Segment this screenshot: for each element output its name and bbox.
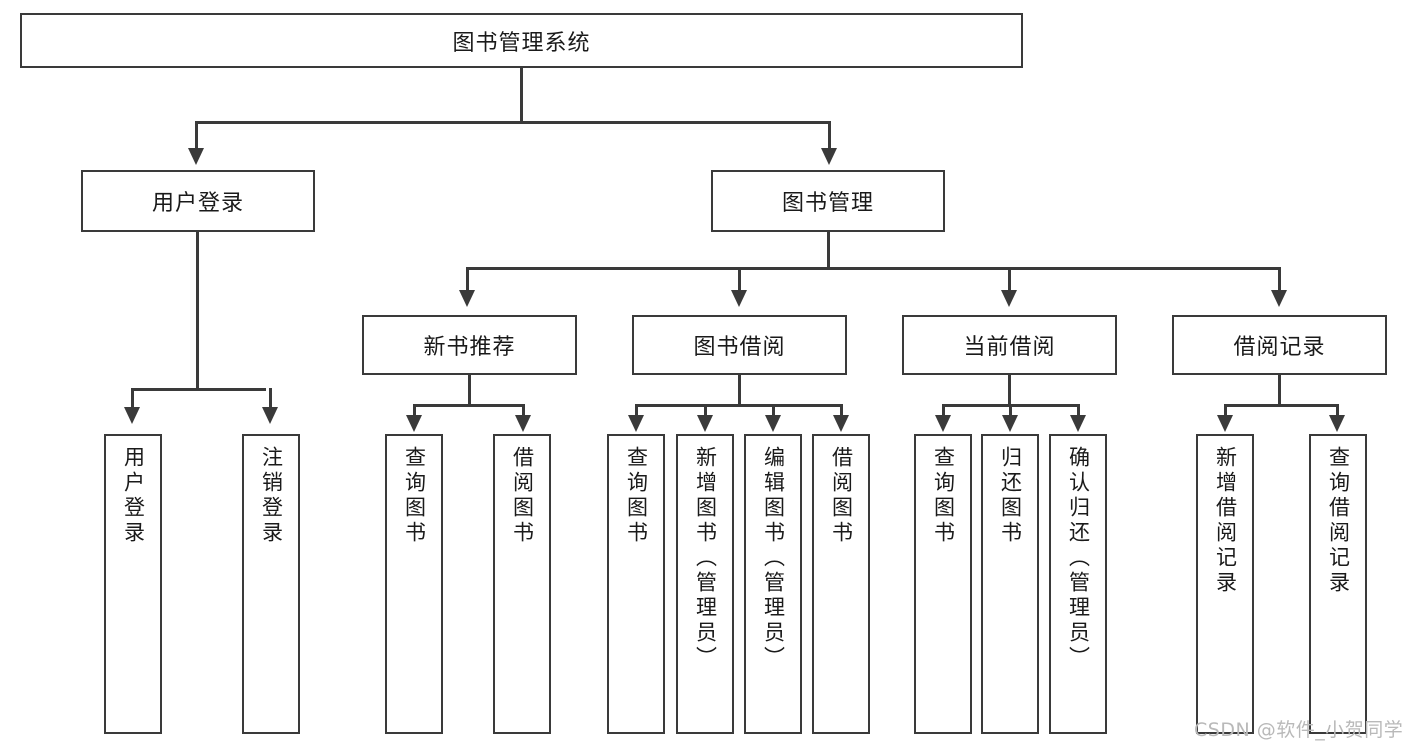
node-label: 用户登录 (121, 446, 146, 546)
arrow-to-leaf-query-book-b (628, 415, 644, 432)
node-label: 查询图书 (624, 446, 649, 546)
connector-borrow-record-bus (1224, 404, 1339, 407)
arrow-to-book-borrow (731, 290, 747, 307)
leaf-logout[interactable]: 注销登录 (242, 434, 300, 734)
node-label: 注销登录 (259, 446, 284, 546)
leaf-add-book-admin[interactable]: 新增图书（管理员） (676, 434, 734, 734)
connector-to-current-borrow (1008, 267, 1011, 291)
connector-book-borrow-drop-1 (635, 404, 638, 416)
connector-to-borrow-record (1278, 267, 1281, 291)
connector-new-book-rec-stem (468, 375, 471, 406)
connector-new-book-rec-drop-2 (522, 404, 525, 416)
node-label: 图书管理系统 (452, 30, 591, 56)
node-root-book-management-system[interactable]: 图书管理系统 (20, 13, 1023, 68)
node-label: 当前借阅 (963, 335, 1056, 360)
leaf-confirm-return-admin[interactable]: 确认归还（管理员） (1049, 434, 1107, 734)
node-label: 用户登录 (151, 191, 244, 216)
connector-root-to-user-login (195, 121, 198, 149)
leaf-user-login[interactable]: 用户登录 (104, 434, 162, 734)
connector-new-book-rec-drop-1 (413, 404, 416, 416)
connector-borrow-record-stem (1278, 375, 1281, 406)
connector-to-new-book-rec (466, 267, 469, 291)
connector-user-login-drop-1 (131, 388, 134, 408)
node-label: 借阅记录 (1233, 335, 1326, 360)
arrow-to-leaf-query-book-c (935, 415, 951, 432)
leaf-query-book-borrow[interactable]: 查询图书 (607, 434, 665, 734)
connector-root-bus (195, 121, 831, 124)
leaf-edit-book-admin[interactable]: 编辑图书（管理员） (744, 434, 802, 734)
node-label: 确认归还（管理员） (1066, 446, 1091, 671)
leaf-query-book-new-rec[interactable]: 查询图书 (385, 434, 443, 734)
connector-to-book-borrow (738, 267, 741, 291)
node-label: 查询图书 (402, 446, 427, 546)
arrow-to-new-book-rec (459, 290, 475, 307)
connector-user-login-drop-2 (269, 388, 272, 408)
node-label: 新增图书（管理员） (693, 446, 718, 671)
leaf-borrow-book-borrow[interactable]: 借阅图书 (812, 434, 870, 734)
connector-user-login-stem (196, 232, 199, 390)
connector-user-login-bus (131, 388, 266, 391)
connector-current-borrow-stem (1008, 375, 1011, 406)
arrow-to-current-borrow (1001, 290, 1017, 307)
node-label: 借阅图书 (829, 446, 854, 546)
leaf-query-borrow-record[interactable]: 查询借阅记录 (1309, 434, 1367, 734)
arrow-to-leaf-logout (262, 407, 278, 424)
connector-book-borrow-drop-2 (704, 404, 707, 416)
connector-new-book-rec-bus (413, 404, 525, 407)
node-label: 查询图书 (931, 446, 956, 546)
arrow-to-leaf-edit-book (765, 415, 781, 432)
node-label: 归还图书 (998, 446, 1023, 546)
connector-root-to-book-mgmt (828, 121, 831, 149)
arrow-to-leaf-add-record (1217, 415, 1233, 432)
node-book-management[interactable]: 图书管理 (711, 170, 945, 232)
node-user-login[interactable]: 用户登录 (81, 170, 315, 232)
connector-root-stem (520, 68, 523, 123)
leaf-add-borrow-record[interactable]: 新增借阅记录 (1196, 434, 1254, 734)
leaf-query-book-current[interactable]: 查询图书 (914, 434, 972, 734)
arrow-root-to-book-mgmt (821, 148, 837, 165)
connector-book-borrow-drop-4 (840, 404, 843, 416)
connector-book-borrow-stem (738, 375, 741, 406)
arrow-to-leaf-query-book-a (406, 415, 422, 432)
leaf-borrow-book-new-rec[interactable]: 借阅图书 (493, 434, 551, 734)
node-borrow-record[interactable]: 借阅记录 (1172, 315, 1387, 375)
node-label: 新书推荐 (423, 335, 516, 360)
leaf-return-book[interactable]: 归还图书 (981, 434, 1039, 734)
connector-borrow-record-drop-2 (1336, 404, 1339, 416)
arrow-to-borrow-record (1271, 290, 1287, 307)
node-label: 图书管理 (781, 191, 874, 216)
arrow-root-to-user-login (188, 148, 204, 165)
node-label: 新增借阅记录 (1213, 446, 1238, 596)
node-label: 借阅图书 (510, 446, 535, 546)
connector-book-mgmt-bus (466, 267, 1280, 270)
connector-book-mgmt-stem (827, 232, 830, 269)
connector-book-borrow-bus (635, 404, 843, 407)
arrow-to-leaf-user-login (124, 407, 140, 424)
node-label: 图书借阅 (693, 335, 786, 360)
connector-current-borrow-drop-3 (1077, 404, 1080, 416)
arrow-to-leaf-return-book (1002, 415, 1018, 432)
arrow-to-leaf-borrow-book-a (515, 415, 531, 432)
node-label: 编辑图书（管理员） (761, 446, 786, 671)
node-label: 查询借阅记录 (1326, 446, 1351, 596)
node-book-borrow[interactable]: 图书借阅 (632, 315, 847, 375)
node-current-borrow[interactable]: 当前借阅 (902, 315, 1117, 375)
connector-book-borrow-drop-3 (772, 404, 775, 416)
connector-current-borrow-drop-2 (1009, 404, 1012, 416)
arrow-to-leaf-confirm-return (1070, 415, 1086, 432)
arrow-to-leaf-borrow-book-b (833, 415, 849, 432)
connector-current-borrow-drop-1 (942, 404, 945, 416)
arrow-to-leaf-add-book (697, 415, 713, 432)
node-new-book-recommendation[interactable]: 新书推荐 (362, 315, 577, 375)
arrow-to-leaf-query-record (1329, 415, 1345, 432)
connector-borrow-record-drop-1 (1224, 404, 1227, 416)
